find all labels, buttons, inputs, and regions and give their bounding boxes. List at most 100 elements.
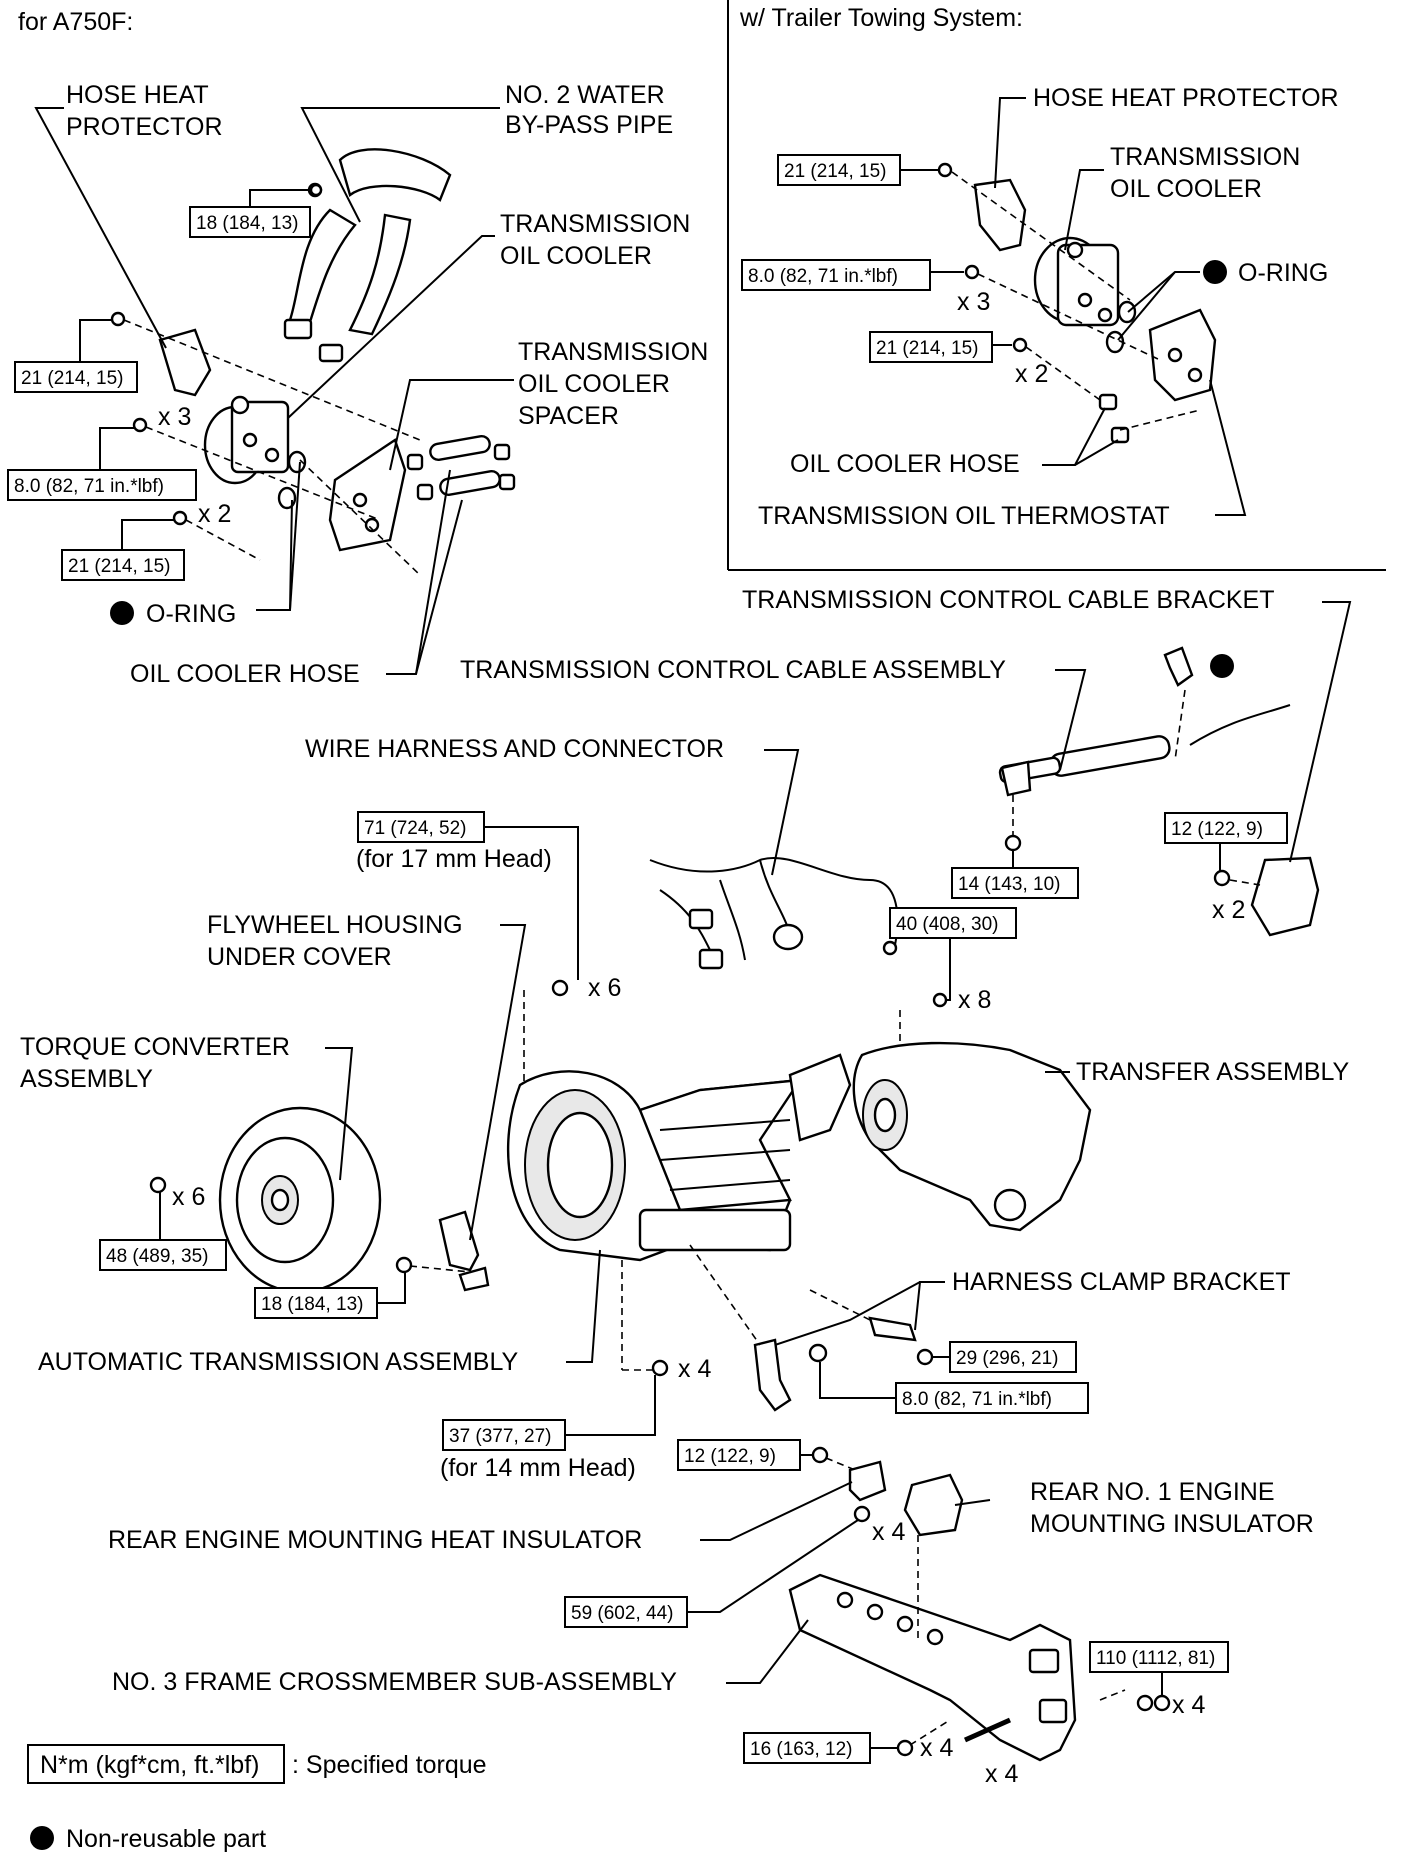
right-section-title: w/ Trailer Towing System: bbox=[739, 4, 1023, 32]
cable-line bbox=[1189, 704, 1291, 746]
torque-18-a: 18 (184, 13) bbox=[196, 213, 298, 234]
label-r-thermostat: TRANSMISSION OIL THERMOSTAT bbox=[758, 502, 1170, 530]
torque-59: 59 (602, 44) bbox=[571, 1603, 673, 1624]
label-water-bypass-2: BY-PASS PIPE bbox=[505, 111, 673, 139]
label-rear-no1-2: MOUNTING INSULATOR bbox=[1030, 1510, 1314, 1538]
legend-torque-text: : Specified torque bbox=[292, 1751, 487, 1779]
left-section-title: for A750F: bbox=[18, 8, 133, 36]
label-r-oil-cooler-hose: OIL COOLER HOSE bbox=[790, 450, 1020, 478]
trailer-cooler-group bbox=[937, 162, 1217, 444]
label-torque-converter-2: ASSEMBLY bbox=[20, 1065, 153, 1093]
count-x8: x 8 bbox=[958, 986, 991, 1014]
torque-37: 37 (377, 27) bbox=[449, 1426, 551, 1447]
torque-71: 71 (724, 52) bbox=[364, 818, 466, 839]
label-crossmember: NO. 3 FRAME CROSSMEMBER SUB-ASSEMBLY bbox=[112, 1668, 677, 1696]
label-hose-heat-protector-1: HOSE HEAT bbox=[66, 81, 209, 109]
legend-nonreusable-text: Non-reusable part bbox=[66, 1825, 266, 1853]
label-trans-oil-cooler-2: OIL COOLER bbox=[500, 242, 652, 270]
legend-torque-box-text: N*m (kgf*cm, ft.*lbf) bbox=[40, 1751, 259, 1779]
hose-heat-protector-shape bbox=[158, 328, 212, 397]
label-hose-heat-protector-2: PROTECTOR bbox=[66, 113, 223, 141]
torque-12-b: 12 (122, 9) bbox=[684, 1446, 776, 1467]
count-x6-a: x 6 bbox=[588, 974, 621, 1002]
cable-bracket-shape bbox=[1163, 646, 1194, 687]
count-x6-b: x 6 bbox=[172, 1183, 205, 1211]
legend-torque-box bbox=[27, 1744, 285, 1784]
label-wire-harness: WIRE HARNESS AND CONNECTOR bbox=[305, 735, 724, 763]
lower-labels: REAR NO. 1 ENGINE MOUNTING INSULATOR REA… bbox=[108, 1478, 1314, 1696]
torque-14: 14 (143, 10) bbox=[958, 874, 1060, 895]
torque-8-r: 8.0 (82, 71 in.*lbf) bbox=[748, 266, 898, 287]
label-harness-clamp-bracket: HARNESS CLAMP BRACKET bbox=[952, 1268, 1291, 1296]
mounting-group: 12 (122, 9) x 4 x 4 110 (1112, 81) x 4 1… bbox=[564, 1439, 1229, 1788]
count-x4-b: x 4 bbox=[872, 1518, 905, 1546]
label-r-hose-heat-protector: HOSE HEAT PROTECTOR bbox=[1033, 84, 1339, 112]
label-oil-cooler-hose: OIL COOLER HOSE bbox=[130, 660, 360, 688]
wire-harness-group bbox=[649, 857, 899, 970]
water-bypass-pipe-shape bbox=[338, 148, 452, 202]
heat-insulator-shape bbox=[848, 1460, 887, 1502]
label-trans-oil-cooler-1: TRANSMISSION bbox=[500, 210, 690, 238]
trailer-labels: HOSE HEAT PROTECTOR TRANSMISSION OIL COO… bbox=[741, 84, 1339, 530]
label-rear-heat-insulator: REAR ENGINE MOUNTING HEAT INSULATOR bbox=[108, 1526, 642, 1554]
r-oil-cooler-shape bbox=[1056, 243, 1120, 327]
label-r-trans-oil-cooler-2: OIL COOLER bbox=[1110, 175, 1262, 203]
cooler-spacer-shape bbox=[328, 438, 407, 552]
label-torque-converter-1: TORQUE CONVERTER bbox=[20, 1033, 290, 1061]
cable-bracket-nonreusable-dot bbox=[1210, 654, 1234, 678]
legend-nonreusable-dot bbox=[30, 1826, 54, 1850]
label-transfer-assembly: TRANSFER ASSEMBLY bbox=[1076, 1058, 1350, 1086]
count-x4-e: x 4 bbox=[985, 1760, 1018, 1788]
trailer-towing-inset-frame bbox=[727, 0, 1386, 571]
label-spacer-2: OIL COOLER bbox=[518, 370, 670, 398]
torque-29: 29 (296, 21) bbox=[956, 1348, 1058, 1369]
label-spacer-3: SPACER bbox=[518, 402, 619, 430]
torque-converter-shape bbox=[218, 1106, 382, 1294]
torque-110: 110 (1112, 81) bbox=[1096, 1648, 1215, 1669]
torque-21-r2: 21 (214, 15) bbox=[876, 338, 978, 359]
count-x4-c: x 4 bbox=[1172, 1691, 1205, 1719]
label-for-14mm: (for 14 mm Head) bbox=[440, 1454, 636, 1482]
a750f-labels: HOSE HEAT PROTECTOR NO. 2 WATER BY-PASS … bbox=[7, 81, 708, 688]
count-x4-a: x 4 bbox=[678, 1355, 711, 1383]
label-water-bypass-1: NO. 2 WATER bbox=[505, 81, 665, 109]
legend: N*m (kgf*cm, ft.*lbf) : Specified torque… bbox=[27, 1744, 487, 1853]
flywheel-cover-shape bbox=[438, 1210, 490, 1292]
label-flywheel-2: UNDER COVER bbox=[207, 943, 392, 971]
label-control-cable-bracket: TRANSMISSION CONTROL CABLE BRACKET bbox=[742, 586, 1275, 614]
a750f-cooler-group bbox=[110, 148, 516, 576]
torque-18-b: 18 (184, 13) bbox=[261, 1294, 363, 1315]
count-x4-d: x 4 bbox=[920, 1734, 953, 1762]
torque-21-a: 21 (214, 15) bbox=[21, 368, 123, 389]
label-o-ring: O-RING bbox=[146, 600, 236, 628]
main-labels: FLYWHEEL HOUSING UNDER COVER TORQUE CONV… bbox=[20, 911, 1350, 1482]
torque-21-b: 21 (214, 15) bbox=[68, 556, 170, 577]
torque-21-r1: 21 (214, 15) bbox=[784, 161, 886, 182]
torque-8-b: 8.0 (82, 71 in.*lbf) bbox=[902, 1389, 1052, 1410]
bypass-hose-shape-2 bbox=[348, 213, 412, 336]
control-cable-group bbox=[998, 646, 1320, 937]
torque-16: 16 (163, 12) bbox=[750, 1739, 852, 1760]
torque-40: 40 (408, 30) bbox=[896, 914, 998, 935]
o-ring-nonreusable-dot bbox=[110, 601, 134, 625]
torque-8-a: 8.0 (82, 71 in.*lbf) bbox=[14, 476, 164, 497]
torque-48: 48 (489, 35) bbox=[106, 1246, 208, 1267]
count-x2-r: x 2 bbox=[1015, 360, 1048, 388]
label-for-17mm: (for 17 mm Head) bbox=[356, 845, 552, 873]
label-flywheel-1: FLYWHEEL HOUSING bbox=[207, 911, 463, 939]
r-o-ring-nonreusable-dot bbox=[1203, 260, 1227, 284]
cable-bracket-lower-shape bbox=[1250, 856, 1320, 937]
r-thermostat-shape bbox=[1148, 308, 1217, 402]
torque-12-a: 12 (122, 9) bbox=[1171, 819, 1263, 840]
r-hose-heat-protector-shape bbox=[973, 178, 1027, 252]
label-auto-trans: AUTOMATIC TRANSMISSION ASSEMBLY bbox=[38, 1348, 519, 1376]
label-r-o-ring: O-RING bbox=[1238, 259, 1328, 287]
label-rear-no1-1: REAR NO. 1 ENGINE bbox=[1030, 1478, 1275, 1506]
crossmember-shape bbox=[788, 1573, 1077, 1762]
label-spacer-1: TRANSMISSION bbox=[518, 338, 708, 366]
transfer-assembly-shape bbox=[852, 1041, 1092, 1232]
label-r-trans-oil-cooler-1: TRANSMISSION bbox=[1110, 143, 1300, 171]
automatic-transmission-shape bbox=[506, 1053, 852, 1262]
count-x2-a: x 2 bbox=[198, 500, 231, 528]
